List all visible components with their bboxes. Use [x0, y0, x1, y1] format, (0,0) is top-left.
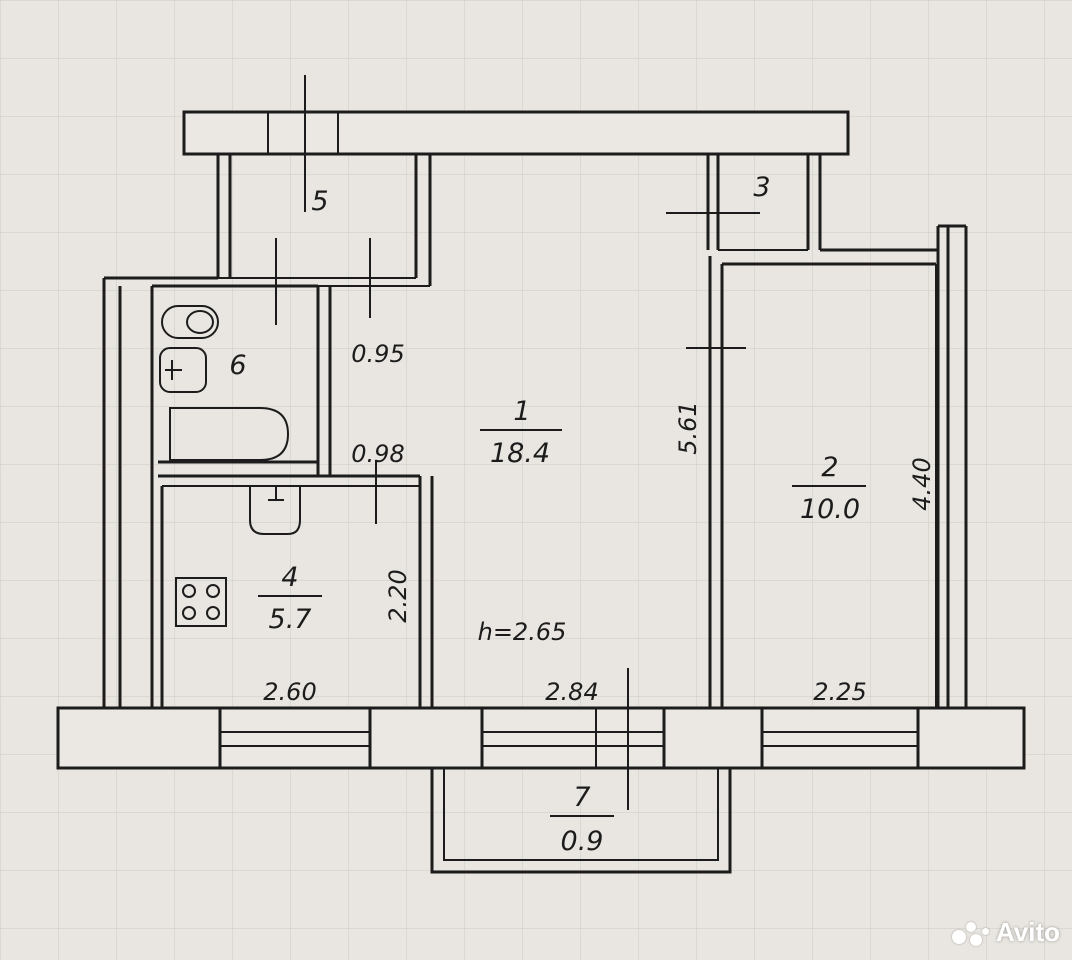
dim-room-2-width: 2.25 [813, 678, 866, 706]
room-4-kitchen [160, 460, 434, 708]
right-wall [935, 224, 968, 708]
room-7-number: 7 [573, 782, 590, 813]
kitchen-sink-icon [249, 486, 301, 535]
room-1-area: 18.4 [490, 438, 550, 469]
watermark-text: Avito [995, 917, 1060, 947]
toilet-icon [161, 305, 219, 339]
room-6-number: 6 [229, 350, 246, 381]
ceiling-height: h=2.65 [478, 618, 567, 646]
room-5-number: 5 [311, 186, 328, 217]
room-2-number: 2 [821, 452, 838, 483]
dim-corridor-width: 0.95 [351, 340, 404, 368]
bathtub-icon [169, 407, 290, 461]
dim-room-2-depth: 4.40 [908, 457, 936, 510]
dim-room-1-depth: 5.61 [674, 401, 702, 454]
room-3-number: 3 [753, 172, 770, 203]
window-kitchen [218, 706, 372, 770]
top-wall [182, 110, 850, 156]
room-4-area: 5.7 [269, 604, 312, 635]
room-4-number: 4 [281, 562, 298, 593]
dim-bath-wall: 0.98 [351, 440, 404, 468]
window-room-2 [760, 706, 920, 770]
bottom-wall [56, 706, 1026, 770]
room-7-balcony [430, 668, 732, 874]
dim-room-1-width: 2.84 [545, 678, 598, 706]
left-wall [102, 276, 218, 708]
room-7-area: 0.9 [561, 826, 604, 857]
window-room-1 [480, 706, 666, 770]
room-3-closet [666, 154, 938, 252]
partition-wall [686, 256, 936, 708]
stove-icon [175, 577, 227, 627]
room-2-area: 10.0 [800, 494, 860, 525]
avito-logo-icon [950, 920, 990, 946]
room-1-number: 1 [513, 396, 530, 427]
dim-kitchen-width: 2.60 [263, 678, 316, 706]
sink-icon [159, 347, 207, 393]
dim-kitchen-depth: 2.20 [384, 569, 412, 622]
avito-watermark: Avito [950, 917, 1060, 948]
